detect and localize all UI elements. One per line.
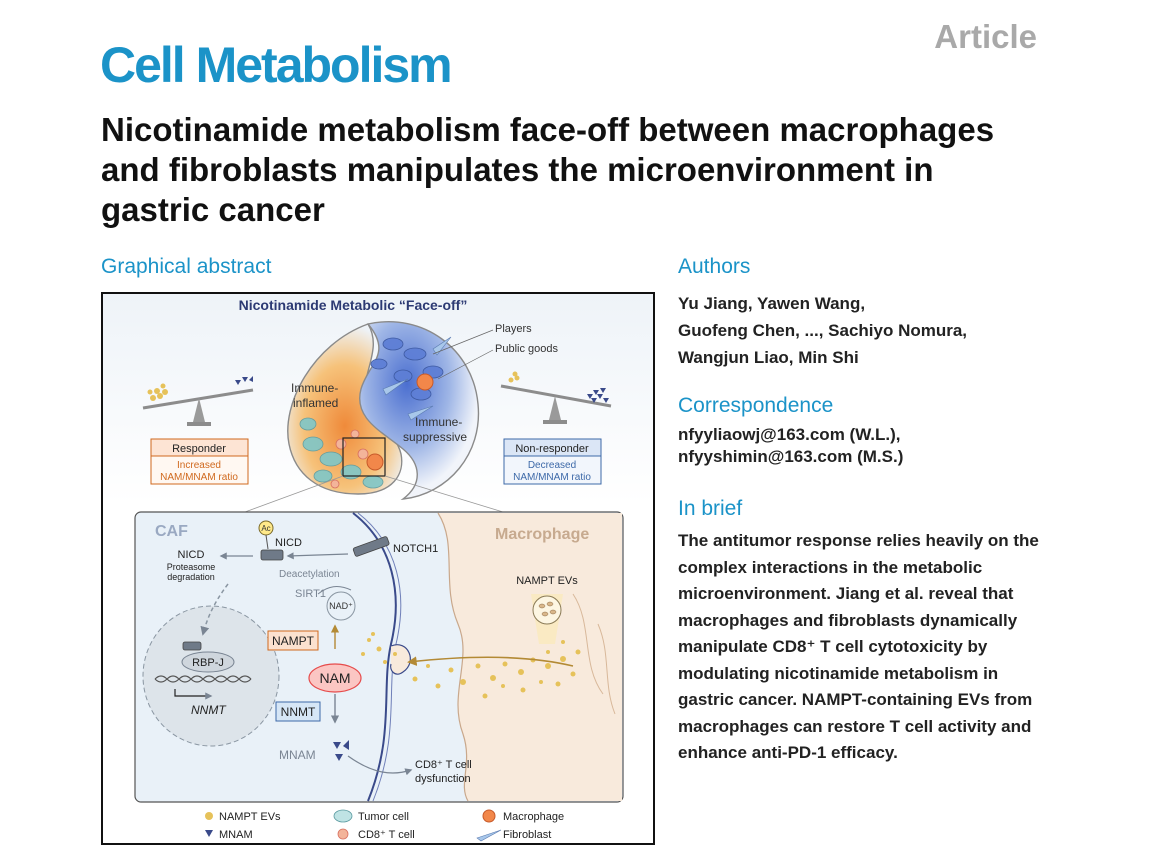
public-goods-label: Public goods <box>495 343 558 355</box>
authors-list: Yu Jiang, Yawen Wang, Guofeng Chen, ...,… <box>678 290 1038 371</box>
in-brief-heading: In brief <box>678 497 743 520</box>
notch1-label: NOTCH1 <box>393 543 438 555</box>
journal-name: Cell Metabolism <box>100 37 453 93</box>
non-responder-sub-label-2: NAM/MNAM ratio <box>513 472 591 483</box>
macrophage-label: Macrophage <box>495 526 589 543</box>
caf-label: CAF <box>155 523 188 540</box>
in-brief-text: The antitumor response relies heavily on… <box>678 531 1039 762</box>
nampt-box <box>267 630 319 651</box>
proteasome-label-2: degradation <box>167 572 215 582</box>
legend-tumor-cell-icon <box>333 809 353 823</box>
cd8-dysfunction-label-2: dysfunction <box>415 773 471 785</box>
correspondence-emails: nfyyliaowj@163.com (W.L.), nfyyshimin@16… <box>678 424 903 468</box>
correspondence-email-link[interactable]: nfyyliaowj@163.com (W.L.), <box>678 425 901 444</box>
responder-label: Responder <box>172 443 226 455</box>
nam-bubble <box>308 663 362 693</box>
legend-cd8-t-cell: CD8⁺ T cell <box>358 829 415 841</box>
responder-sub-label-1: Increased <box>177 460 221 471</box>
legend-mnam-icon <box>205 830 213 837</box>
article-title: Nicotinamide metabolism face-off between… <box>101 111 995 228</box>
legend-nampt-evs: NAMPT EVs <box>219 811 281 823</box>
nnmt-box <box>275 701 321 722</box>
authors-line: Yu Jiang, Yawen Wang, <box>678 294 866 313</box>
responder-sub-label-2: NAM/MNAM ratio <box>160 472 238 483</box>
legend-fibroblast-icon <box>476 829 502 842</box>
authors-heading: Authors <box>678 255 751 278</box>
nicd-label: NICD <box>275 537 302 549</box>
legend-fibroblast: Fibroblast <box>503 829 551 841</box>
players-label: Players <box>495 323 532 335</box>
article-type-label: Article <box>934 18 1037 55</box>
ac-label: Ac <box>261 524 270 533</box>
rbpj-nicd-icon <box>182 641 202 651</box>
authors-line: Guofeng Chen, ..., Sachiyo Nomura, <box>678 321 968 340</box>
non-responder-scale-illustration <box>500 371 612 424</box>
mnam-triangles <box>333 740 349 761</box>
legend-ev-icon <box>205 812 213 820</box>
immune-suppressive-label-1: Immune- <box>415 415 462 429</box>
authors-line: Wangjun Liao, Min Shi <box>678 348 859 367</box>
legend-tumor-cell: Tumor cell <box>358 811 409 823</box>
nam-label: NAM <box>319 670 350 686</box>
yin-yang-tumor-illustration <box>244 321 504 513</box>
nampt-label: NAMPT <box>272 634 315 648</box>
cd8-dysfunction-label-1: CD8⁺ T cell <box>415 759 472 771</box>
deacetylation-label: Deacetylation <box>279 569 340 580</box>
mnam-label: MNAM <box>279 748 316 762</box>
immune-suppressive-label-2: suppressive <box>403 430 467 444</box>
legend-mnam: MNAM <box>219 829 253 841</box>
non-responder-sub-label-1: Decreased <box>528 460 576 471</box>
graphical-abstract-heading: Graphical abstract <box>101 255 272 278</box>
figure-legend: NAMPT EVs MNAM Tumor cell CD8⁺ T cell Ma… <box>205 809 564 842</box>
legend-cd8-icon <box>337 828 349 840</box>
nicd-left-label: NICD <box>178 549 205 561</box>
legend-macrophage: Macrophage <box>503 811 564 823</box>
nnmt-label: NNMT <box>281 705 316 719</box>
ev-vesicle-icon <box>532 595 562 625</box>
immune-inflamed-label-2: inflamed <box>293 396 338 410</box>
non-responder-label: Non-responder <box>515 443 589 455</box>
immune-inflamed-label-1: Immune- <box>291 381 338 395</box>
rbpj-label: RBP-J <box>192 657 224 669</box>
nampt-evs-label: NAMPT EVs <box>516 575 578 587</box>
graphical-abstract-figure: Nicotinamide Metabolic “Face-off” <box>101 292 655 845</box>
correspondence-heading: Correspondence <box>678 394 834 417</box>
responder-scale-illustration <box>142 376 254 426</box>
ev-particle-stream <box>361 632 581 699</box>
sirt1-label: SIRT1 <box>295 588 326 600</box>
nicd-protein-icon <box>260 549 284 561</box>
legend-macrophage-icon <box>482 809 496 823</box>
graphical-abstract-svg: Nicotinamide Metabolic “Face-off” <box>103 294 653 842</box>
nnmt-gene-label: NNMT <box>191 703 227 717</box>
proteasome-label-1: Proteasome <box>167 562 216 572</box>
nad-label: NAD⁺ <box>329 601 353 611</box>
correspondence-email-link[interactable]: nfyyshimin@163.com (M.S.) <box>678 447 904 466</box>
notch1-receptor-icon <box>352 536 390 557</box>
figure-title: Nicotinamide Metabolic “Face-off” <box>239 297 468 313</box>
